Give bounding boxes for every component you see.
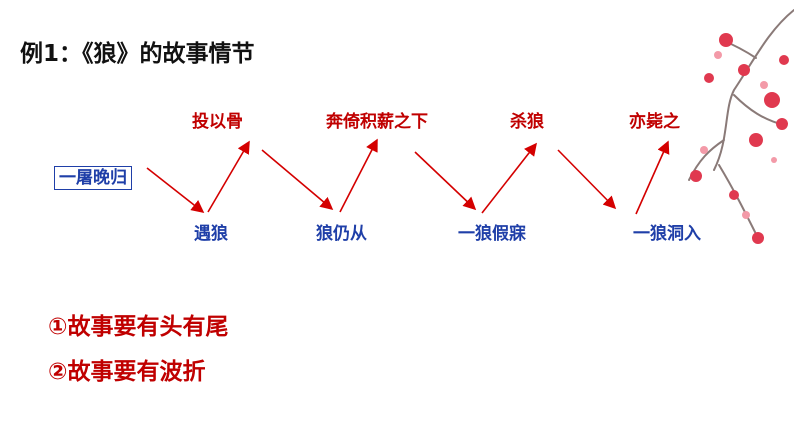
plot-node-upper: 奔倚积薪之下 [326, 112, 428, 132]
plum-blossom-decoration [688, 9, 794, 244]
plot-node-upper: 杀狼 [510, 112, 544, 132]
arrow-down [557, 149, 617, 210]
plot-node-start: 一屠晚归 [54, 166, 132, 190]
arrow-down [414, 151, 477, 211]
arrow-up [207, 140, 250, 213]
arrow-down [261, 149, 334, 211]
plot-node-lower: 遇狼 [194, 224, 228, 244]
plot-node-upper: 投以骨 [192, 112, 243, 132]
page-title: 例1：《狼》的故事情节 [20, 41, 255, 67]
arrow-down [146, 167, 205, 213]
key-point: ②故事要有波折 [48, 359, 206, 385]
key-point: ①故事要有头有尾 [48, 314, 229, 340]
plot-node-lower: 狼仍从 [316, 224, 367, 244]
plot-node-lower: 一狼假寐 [458, 224, 526, 244]
plot-node-upper: 亦毙之 [629, 112, 680, 132]
arrow-up [635, 140, 670, 215]
arrow-up [481, 142, 537, 214]
plot-node-lower: 一狼洞入 [633, 224, 701, 244]
arrow-up [339, 138, 378, 213]
